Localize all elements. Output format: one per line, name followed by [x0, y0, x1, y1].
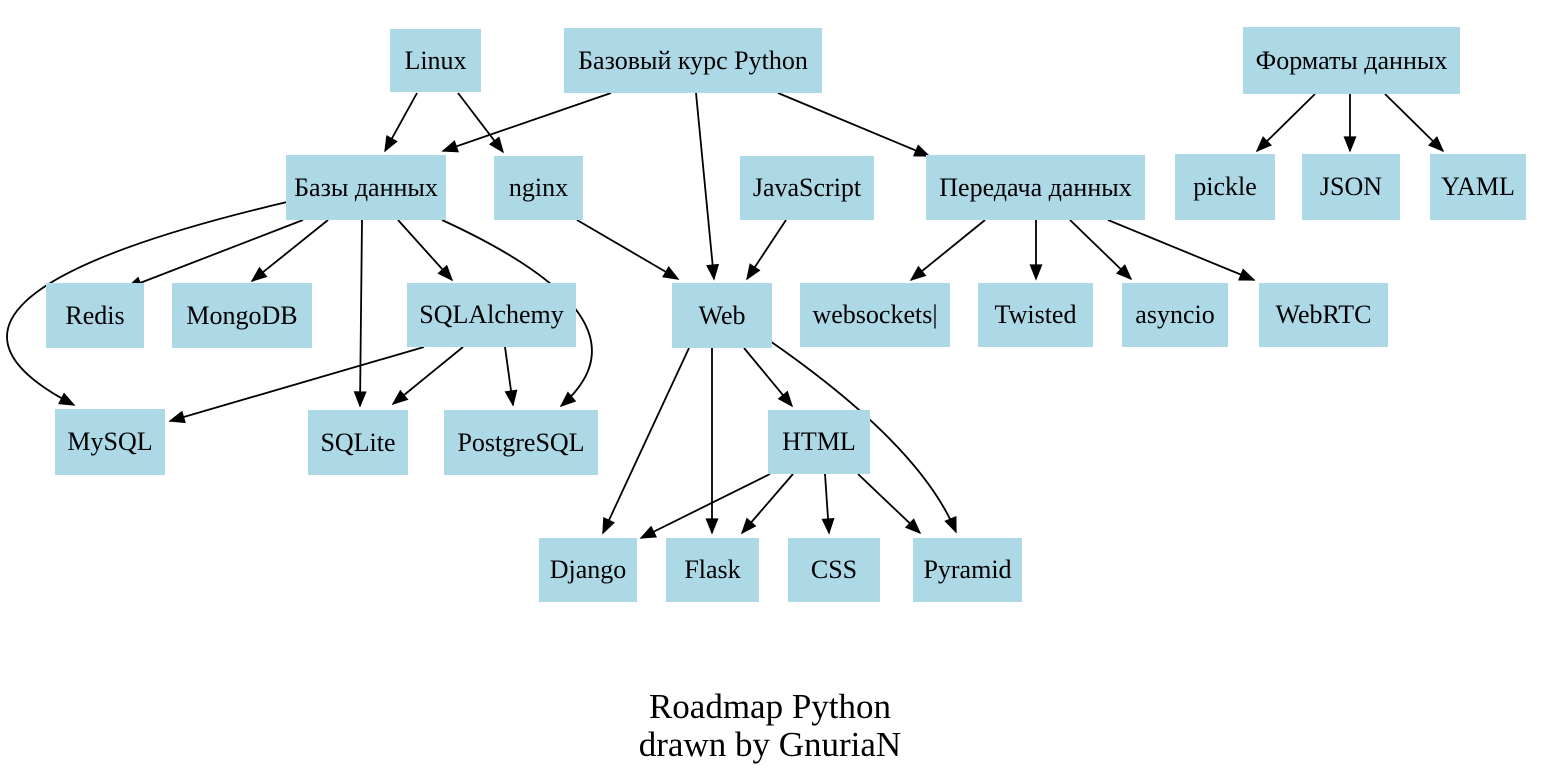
node-yaml: YAML	[1430, 154, 1526, 220]
edge-data-transfer-webrtc	[1107, 219, 1256, 281]
node-linux: Linux	[390, 29, 481, 92]
edge-python-course-web	[695, 92, 720, 281]
node-mysql: MySQL	[55, 409, 165, 475]
node-webrtc: WebRTC	[1259, 283, 1388, 347]
edge-sqlalchemy-mysql	[168, 346, 425, 424]
edge-javascript-web	[746, 219, 787, 281]
node-html: HTML	[768, 410, 870, 474]
node-postgresql: PostgreSQL	[444, 410, 598, 475]
edge-python-course-data-transfer	[777, 92, 931, 157]
edge-nginx-web	[576, 219, 680, 280]
node-sqlalchemy: SQLAlchemy	[407, 283, 576, 347]
edge-formats-yaml	[1384, 93, 1445, 153]
edge-databases-postgresql	[441, 219, 593, 408]
caption-title: Roadmap Python	[648, 687, 892, 726]
node-css: CSS	[788, 538, 880, 602]
node-websockets: websockets|	[800, 283, 950, 347]
edge-databases-sqlite	[353, 219, 367, 408]
edge-web-pyramid	[769, 340, 957, 534]
edge-python-course-databases	[441, 92, 612, 153]
node-javascript: JavaScript	[740, 156, 874, 220]
node-pickle: pickle	[1175, 154, 1275, 220]
edge-sqlalchemy-postgresql	[504, 346, 518, 407]
node-databases: Базы данных	[286, 155, 446, 220]
node-flask: Flask	[666, 538, 759, 602]
node-sqlite: SQLite	[308, 410, 408, 475]
node-django: Django	[539, 538, 637, 602]
diagram-caption: Roadmap Python drawn by GnuriaN	[435, 688, 1105, 764]
node-asyncio: asyncio	[1122, 283, 1228, 347]
edge-html-css	[821, 473, 835, 535]
edge-databases-mysql	[6, 201, 288, 406]
node-nginx: nginx	[494, 156, 583, 220]
node-data-transfer: Передача данных	[926, 155, 1145, 220]
node-pyramid: Pyramid	[913, 538, 1022, 602]
edge-html-django	[639, 473, 771, 539]
node-redis: Redis	[46, 283, 144, 348]
edge-data-transfer-asyncio	[1069, 219, 1133, 281]
node-python-course: Базовый курс Python	[564, 28, 822, 93]
edge-databases-mongodb	[250, 219, 329, 283]
edge-databases-redis	[125, 219, 304, 289]
node-formats: Форматы данных	[1243, 27, 1460, 94]
node-json: JSON	[1302, 154, 1400, 220]
node-twisted: Twisted	[978, 283, 1093, 347]
edge-linux-nginx	[457, 92, 504, 154]
node-web: Web	[672, 283, 772, 348]
edge-linux-databases	[384, 92, 418, 153]
edge-formats-pickle	[1255, 93, 1316, 153]
edge-html-pyramid	[857, 473, 922, 535]
edge-databases-sqlalchemy	[397, 219, 454, 282]
edge-html-flask	[740, 473, 794, 535]
edge-data-transfer-websockets	[909, 219, 986, 282]
caption-author: drawn by GnuriaN	[638, 725, 902, 764]
node-mongodb: MongoDB	[172, 283, 312, 348]
edge-sqlalchemy-sqlite	[391, 346, 464, 406]
edge-web-django	[602, 347, 690, 535]
edge-web-html	[743, 347, 794, 408]
